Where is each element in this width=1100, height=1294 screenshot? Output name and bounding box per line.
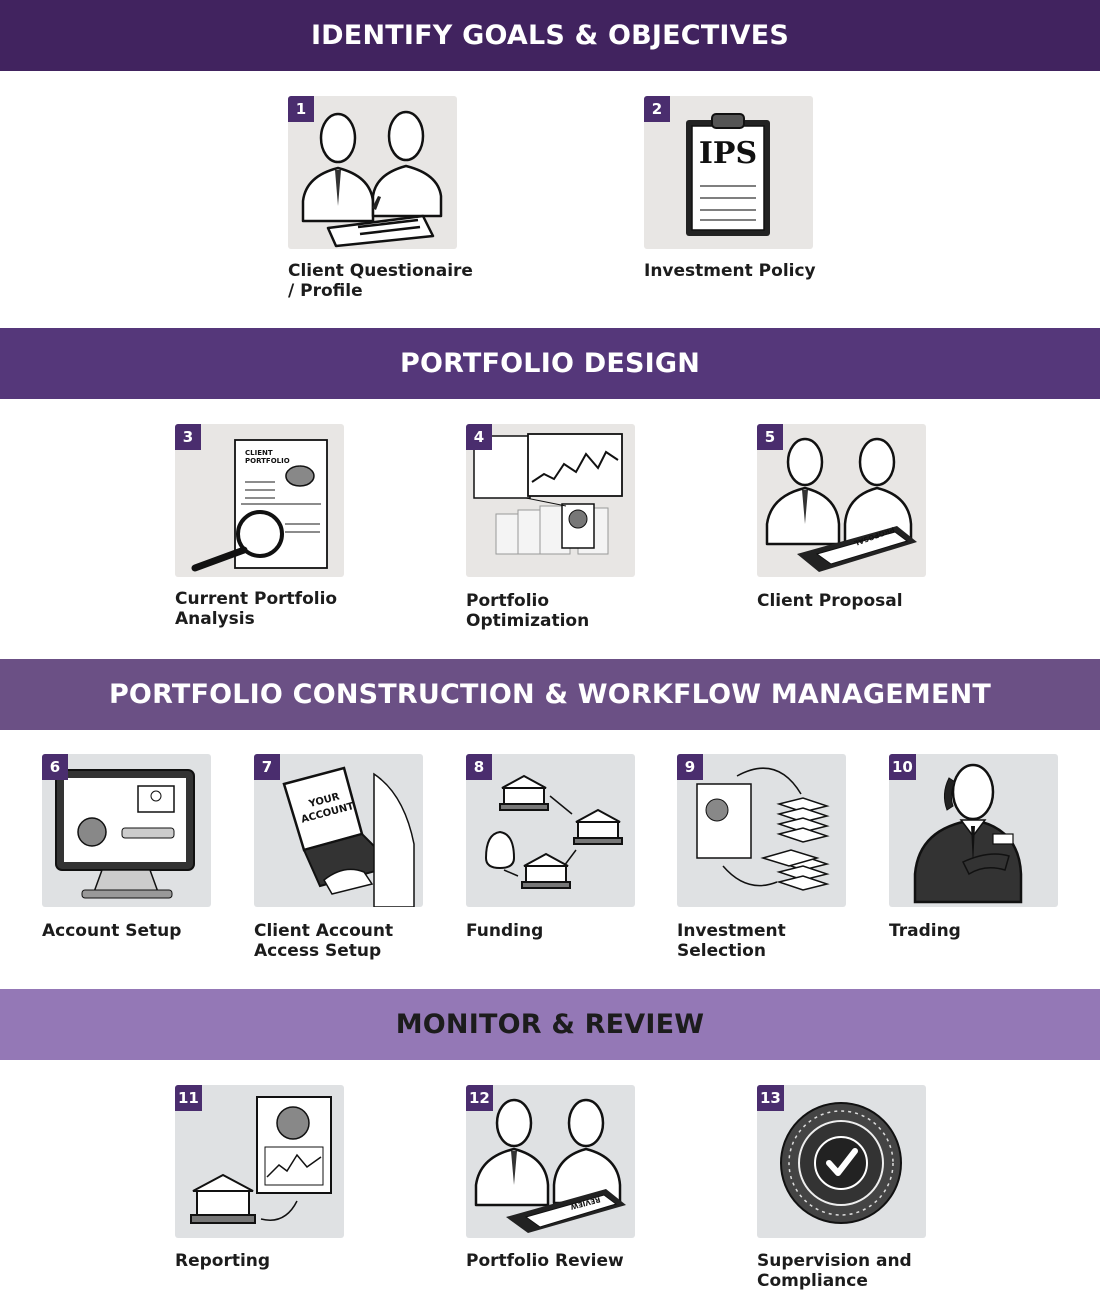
step-number-badge: 5: [757, 424, 783, 450]
step-number-badge: 2: [644, 96, 670, 122]
trader-icon: [913, 763, 1023, 904]
step-number-badge: 3: [175, 424, 201, 450]
step-number-badge: 8: [466, 754, 492, 780]
ips-document-text: IPS: [698, 136, 758, 171]
step-tile-2: IPS 2: [644, 96, 813, 249]
step-tile-9: 9: [677, 754, 846, 907]
magnifier-icon: [191, 439, 328, 572]
step-tile-10: 10: [889, 754, 1058, 907]
laptop-icon: [282, 766, 415, 907]
step-label-5: Client Proposal: [757, 591, 903, 611]
step-number-badge: 6: [42, 754, 68, 780]
chart-icon: [473, 433, 623, 555]
step-label-10: Trading: [889, 921, 961, 941]
bank-transfer-icon: [484, 774, 623, 889]
step-tile-13: 13: [757, 1085, 926, 1238]
proposal-icon: [765, 437, 917, 572]
step-number-badge: 1: [288, 96, 314, 122]
section-header-construction: PORTFOLIO CONSTRUCTION & WORKFLOW MANAGE…: [0, 659, 1100, 730]
step-number-badge: 7: [254, 754, 280, 780]
selection-icon: [696, 767, 830, 891]
step-number-badge: 10: [889, 754, 916, 780]
step-number-badge: 9: [677, 754, 703, 780]
step-label-12: Portfolio Review: [466, 1251, 624, 1271]
step-label-8: Funding: [466, 921, 544, 941]
step-tile-7: YOUR ACCOUNT 7: [254, 754, 423, 907]
step-tile-8: 8: [466, 754, 635, 907]
step-tile-1: 1: [288, 96, 457, 249]
portfolio-document-title: CLIENT PORTFOLIO: [245, 449, 290, 465]
monitor-icon: [55, 769, 195, 899]
step-number-badge: 11: [175, 1085, 202, 1111]
report-icon: [190, 1096, 332, 1224]
step-number-badge: 13: [757, 1085, 784, 1111]
step-label-3: Current Portfolio Analysis: [175, 589, 338, 629]
meeting-icon: [301, 110, 443, 248]
step-label-11: Reporting: [175, 1251, 271, 1271]
step-tile-11: 11: [175, 1085, 344, 1238]
step-label-13: Supervision and Compliance: [757, 1251, 912, 1291]
step-tile-12: REVIEW 12: [466, 1085, 635, 1238]
seal-check-icon: [780, 1102, 902, 1224]
clipboard-icon: [686, 113, 770, 236]
step-label-7: Client Account Access Setup: [254, 921, 394, 961]
step-number-badge: 12: [466, 1085, 493, 1111]
step-tile-4: 4: [466, 424, 635, 577]
step-label-2: Investment Policy: [644, 261, 816, 281]
section-header-monitor: MONITOR & REVIEW: [0, 989, 1100, 1060]
step-tile-6: 6: [42, 754, 211, 907]
step-label-4: Portfolio Optimization: [466, 591, 590, 631]
step-label-9: Investment Selection: [677, 921, 786, 961]
step-tile-3: CLIENT PORTFOLIO 3: [175, 424, 344, 577]
step-tile-5: PROPOSAL 5: [757, 424, 926, 577]
step-label-6: Account Setup: [42, 921, 182, 941]
step-label-1: Client Questionaire / Profile: [288, 261, 473, 301]
step-number-badge: 4: [466, 424, 492, 450]
review-icon: [474, 1098, 626, 1233]
section-header-goals: IDENTIFY GOALS & OBJECTIVES: [0, 0, 1100, 71]
section-header-design: PORTFOLIO DESIGN: [0, 328, 1100, 399]
